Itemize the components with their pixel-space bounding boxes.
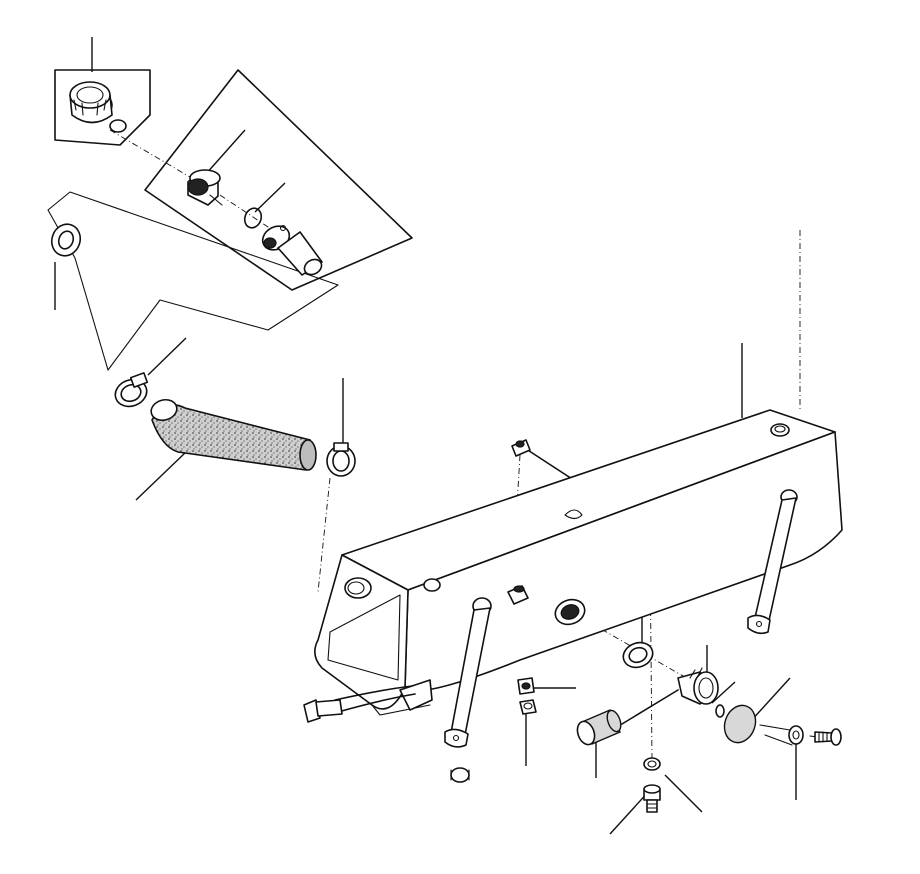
fuel-tank: [314, 409, 843, 716]
neck-o-ring: [243, 207, 263, 229]
tank-top-bush: [511, 439, 531, 457]
leader-neck-o-ring: [254, 182, 286, 213]
neck-group-frame: [144, 69, 413, 291]
nut: [519, 699, 537, 715]
strap-nut: [450, 767, 470, 783]
cap-group-frame: [54, 69, 151, 146]
leader-clamp-upper: [147, 337, 187, 376]
tank-strap-right: [747, 489, 798, 635]
drain-plug: [643, 784, 661, 813]
filler-cap: [69, 81, 113, 124]
strap-bolt: [303, 699, 343, 723]
sender-o-ring: [715, 704, 725, 718]
screw: [814, 728, 842, 746]
spacer: [507, 585, 529, 605]
leader-drain-washer: [664, 774, 703, 813]
tank-strap-left: [444, 597, 492, 748]
hose-clamp-upper: [114, 372, 149, 408]
drain-plug-washer: [643, 757, 661, 771]
cover-plate: [723, 704, 757, 744]
leader-cover-plate: [749, 677, 791, 723]
leader-filler-hose: [135, 451, 187, 501]
filler-neck: [187, 169, 223, 206]
nut-upper: [517, 677, 535, 695]
filler-pipe-flange: [261, 224, 323, 276]
grommet: [50, 223, 82, 257]
hose-clamp-lower: [326, 442, 356, 477]
filler-hose: [150, 398, 317, 471]
pipe-group-frame: [47, 191, 339, 371]
sender-gasket: [622, 641, 654, 669]
cap-seal-ring: [109, 119, 127, 133]
leader-sender-o-ring: [711, 681, 736, 704]
leader-filler-neck: [204, 129, 246, 176]
bracket: [334, 679, 433, 713]
fuel-gauge-sender: [621, 667, 719, 725]
washer: [788, 725, 804, 745]
sender-filter: [576, 709, 622, 746]
